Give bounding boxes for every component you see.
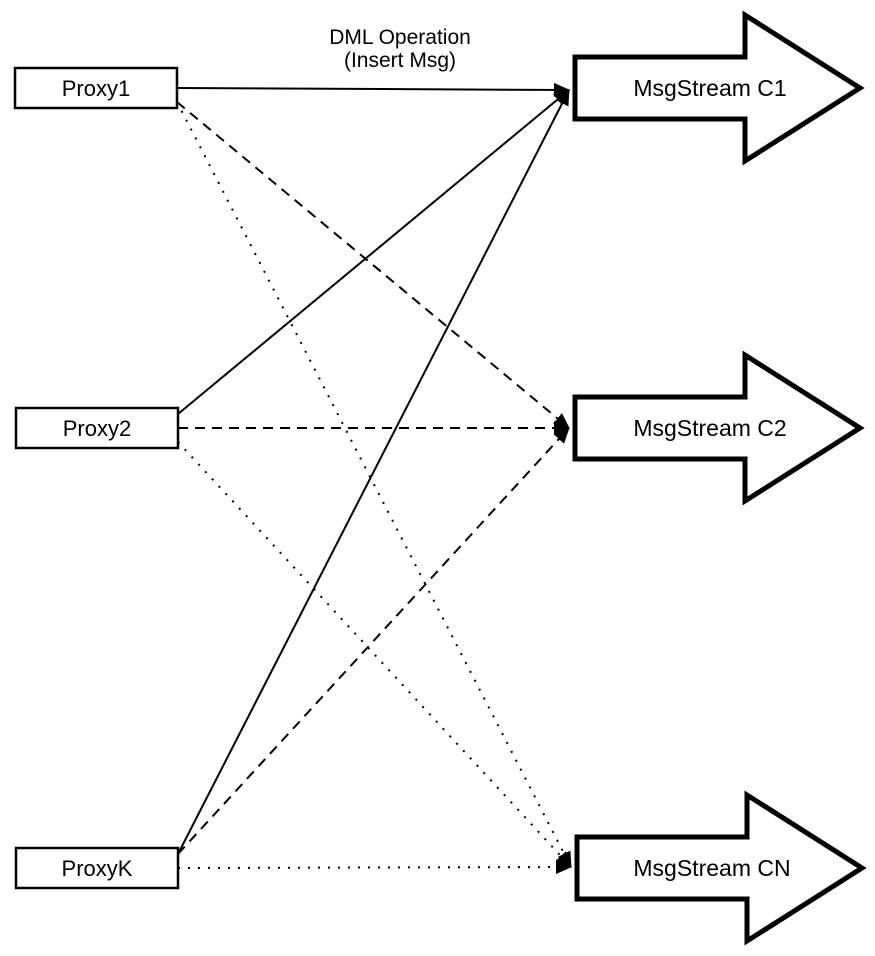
proxy1-box bbox=[13, 66, 179, 110]
edge-proxyk-cn bbox=[177, 860, 572, 875]
edge-proxy2-cn bbox=[177, 441, 572, 868]
proxyk-label: ProxyK bbox=[62, 856, 133, 881]
msgstream-c1-arrow-shape bbox=[572, 10, 865, 166]
dml-operation-label-line2: (Insert Msg) bbox=[344, 49, 456, 72]
msgstream-c2-arrow-shape bbox=[572, 350, 865, 506]
msgstream-c1-label: MsgStream C1 bbox=[633, 75, 786, 101]
proxy2-label: Proxy2 bbox=[63, 416, 131, 441]
edge-proxyk-c1 bbox=[177, 89, 570, 855]
dml-operation-label-line1: DML Operation bbox=[329, 26, 471, 49]
proxy1-label: Proxy1 bbox=[62, 76, 130, 101]
edge-proxy2-c1 bbox=[177, 89, 570, 415]
edge-proxy1-c2 bbox=[176, 101, 570, 429]
edge-proxy1-c1 bbox=[176, 82, 570, 97]
msgstream-cn-arrow-shape bbox=[574, 790, 867, 946]
msgstream-cn-node: MsgStream CN bbox=[574, 790, 867, 946]
edge-proxyk-c2 bbox=[177, 427, 570, 855]
msgstream-c2-node: MsgStream C2 bbox=[572, 350, 865, 506]
proxy1-node: Proxy1 bbox=[13, 66, 179, 110]
proxy2-node: Proxy2 bbox=[14, 406, 180, 450]
msgstream-cn-label: MsgStream CN bbox=[633, 855, 790, 881]
proxyk-box bbox=[14, 846, 180, 890]
edges-layer bbox=[176, 82, 572, 875]
proxyk-node: ProxyK bbox=[14, 846, 180, 890]
proxy2-box bbox=[14, 406, 180, 450]
edge-proxy1-cn bbox=[176, 101, 572, 868]
msgstream-c2-label: MsgStream C2 bbox=[633, 415, 786, 441]
msgstream-c1-node: MsgStream C1 bbox=[572, 10, 865, 166]
